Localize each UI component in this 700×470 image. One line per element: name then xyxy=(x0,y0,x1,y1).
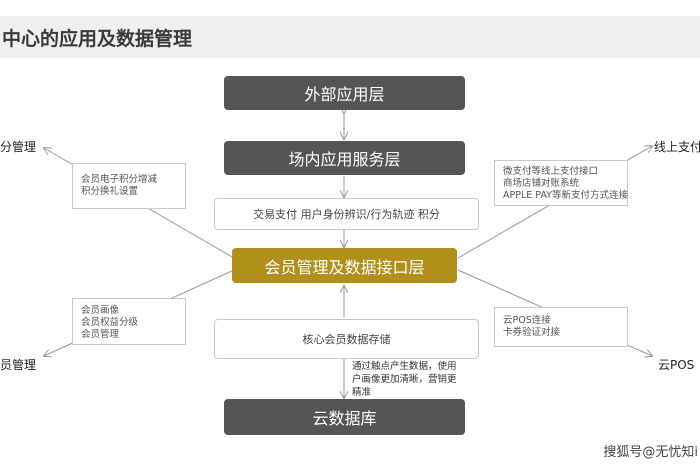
left-bottom-line: 会员管理 xyxy=(81,329,120,340)
storage-box: 核心会员数据存储 xyxy=(214,319,479,359)
left-top-label: 分管理 xyxy=(0,140,37,154)
right-bottom-line: 卡券验证对接 xyxy=(503,327,561,338)
left-bottom-box: 会员画像 会员权益分级 会员管理 xyxy=(72,298,186,345)
right-bottom-box: 云POS连接 卡券验证对接 xyxy=(494,307,628,347)
page-title: 中心的应用及数据管理 xyxy=(2,28,193,50)
left-bottom-label: 员管理 xyxy=(0,358,37,372)
left-bottom-line: 会员权益分级 xyxy=(81,317,139,328)
core-interface-layer: 会员管理及数据接口层 xyxy=(232,248,457,283)
internal-service-layer: 场内应用服务层 xyxy=(224,141,465,175)
data-note: 通过触点产生数据，使用户画像更加清晰，营销更精准 xyxy=(352,361,457,398)
right-top-line: 微支付等线上支付接口 xyxy=(503,166,599,177)
right-bottom-label: 云POS xyxy=(658,358,695,372)
cloud-database: 云数据库 xyxy=(224,399,465,435)
title-bar xyxy=(0,16,700,58)
functions-box: 交易支付 用户身份辨识/行为轨迹 积分 xyxy=(214,198,479,230)
left-top-line: 会员电子积分增减 xyxy=(81,174,158,185)
left-bottom-line: 会员画像 xyxy=(81,305,120,316)
watermark: 搜狐号@无忧知i xyxy=(603,445,698,460)
left-top-box: 会员电子积分增减 积分换礼设置 xyxy=(72,163,186,209)
right-top-box: 微支付等线上支付接口 商场店铺对账系统 APPLE PAY等新支付方式连接 xyxy=(494,160,628,206)
right-bottom-line: 云POS连接 xyxy=(503,315,551,326)
left-top-line: 积分换礼设置 xyxy=(81,186,139,197)
right-top-line: 商场店铺对账系统 xyxy=(503,178,580,189)
right-top-line: APPLE PAY等新支付方式连接 xyxy=(503,190,628,201)
right-top-label: 线上支付 xyxy=(654,140,700,154)
external-app-layer: 外部应用层 xyxy=(224,76,465,110)
